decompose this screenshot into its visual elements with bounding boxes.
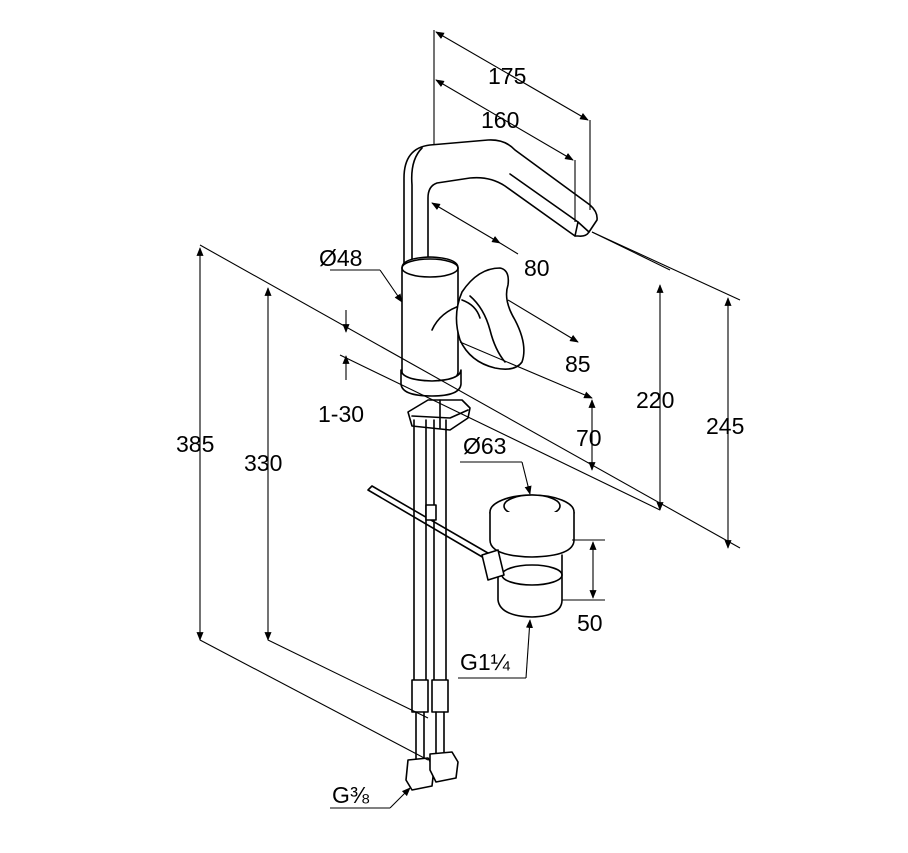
label-d48: Ø48 xyxy=(319,245,362,271)
faucet-body xyxy=(400,256,463,397)
label-g38: G⅜ xyxy=(332,782,370,808)
label-1-30: 1-30 xyxy=(318,401,364,427)
label-50: 50 xyxy=(577,610,603,636)
label-330: 330 xyxy=(244,450,282,476)
faucet-handle xyxy=(455,267,525,370)
mounting-flange xyxy=(407,399,471,431)
faucet-spout xyxy=(403,139,598,266)
dimension-85 xyxy=(459,299,593,399)
dimension-g114 xyxy=(458,619,533,679)
label-85: 85 xyxy=(565,351,591,377)
label-175: 175 xyxy=(488,63,526,89)
dimension-160 xyxy=(435,79,576,222)
label-70: 70 xyxy=(576,425,602,451)
label-g114: G1¼ xyxy=(460,649,511,675)
label-d63: Ø63 xyxy=(463,433,506,459)
dimension-d63 xyxy=(460,461,532,495)
dimension-50 xyxy=(562,539,605,601)
dimension-d48 xyxy=(330,269,403,303)
pop-up-waste xyxy=(481,494,575,618)
label-245: 245 xyxy=(706,413,744,439)
supply-hoses xyxy=(405,419,459,791)
dimension-80 xyxy=(431,202,519,255)
label-220: 220 xyxy=(636,387,674,413)
dimension-g38 xyxy=(330,787,411,809)
label-80: 80 xyxy=(524,255,550,281)
label-160: 160 xyxy=(481,107,519,133)
label-385: 385 xyxy=(176,431,214,457)
extension-lines xyxy=(199,231,741,761)
